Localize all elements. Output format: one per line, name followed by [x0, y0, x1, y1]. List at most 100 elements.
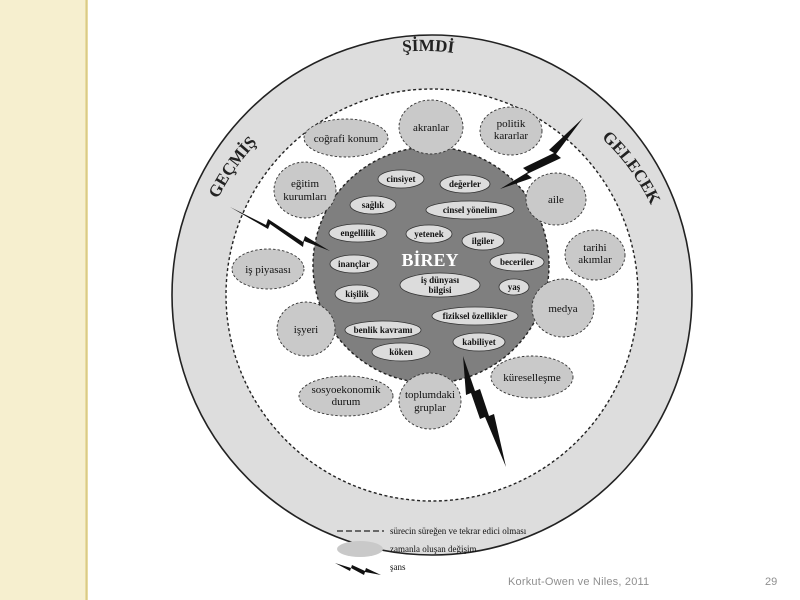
outer-item: politik kararlar	[479, 106, 543, 156]
outer-item: tarihi akımlar	[564, 229, 626, 281]
inner-label: cinsel yönelim	[443, 205, 498, 215]
inner-bubble	[329, 254, 379, 274]
outer-item: coğrafi konum	[303, 118, 389, 158]
sidebar-divider	[86, 0, 87, 600]
inner-bubble	[377, 169, 425, 189]
outer-label: küreselleşme	[503, 372, 561, 384]
ring-label-present: ŞİMDİ	[402, 36, 456, 57]
outer-bubble	[531, 278, 595, 338]
outer-bubble	[273, 161, 337, 219]
legend-ellipse-label: zamanla oluşan değişim	[390, 544, 476, 554]
outer-label: coğrafi konum	[314, 133, 379, 145]
outer-label: akımlar	[578, 254, 612, 266]
inner-label: beceriler	[500, 257, 534, 267]
inner-label: fiziksel özellikler	[443, 311, 508, 321]
inner-item: değerler	[439, 174, 491, 194]
inner-label: engellilik	[340, 228, 375, 238]
inner-label: yetenek	[414, 229, 444, 239]
outer-item: eğitim kurumları	[273, 161, 337, 219]
outer-label: akranlar	[413, 122, 449, 134]
outer-label: kurumları	[283, 191, 326, 203]
inner-bubble	[452, 332, 506, 352]
outer-item: işyeri	[276, 301, 336, 357]
outer-label: gruplar	[414, 402, 446, 414]
outer-label: iş piyasası	[245, 264, 291, 276]
inner-item: yetenek	[405, 224, 453, 244]
outer-bubble	[298, 375, 394, 417]
inner-bubble	[498, 278, 530, 296]
inner-label: benlik kavramı	[354, 325, 413, 335]
inner-bubble	[344, 320, 422, 340]
inner-bubble	[425, 200, 515, 220]
legend-dashed-label: sürecin süreğen ve tekrar edici olması	[390, 526, 527, 536]
lightning-legend-icon	[335, 563, 381, 575]
outer-item: sosyoekonomik durum	[298, 375, 394, 417]
outer-item: iş piyasası	[231, 248, 305, 290]
outer-label: medya	[548, 303, 577, 315]
inner-bubble	[489, 252, 545, 272]
inner-bubble	[405, 224, 453, 244]
inner-items: cinsiyet değerler sağlık cinsel yönelim …	[328, 169, 545, 362]
inner-item: iş dünyası bilgisi	[399, 272, 481, 298]
inner-item: engellilik	[328, 223, 388, 243]
inner-item: benlik kavramı	[344, 320, 422, 340]
outer-bubble	[525, 172, 587, 226]
outer-item: medya	[531, 278, 595, 338]
inner-bubble	[431, 306, 519, 326]
inner-label: kabiliyet	[462, 337, 496, 347]
inner-item: yaş	[498, 278, 530, 296]
lightning-bolt-left	[230, 207, 330, 251]
inner-label: köken	[389, 347, 413, 357]
inner-item: ilgiler	[461, 231, 505, 251]
outer-bubble	[479, 106, 543, 156]
legend-ellipse-swatch	[337, 541, 383, 557]
outer-bubble	[398, 99, 464, 155]
inner-bubble	[349, 195, 397, 215]
outer-bubble	[490, 355, 574, 399]
outer-label: politik	[497, 118, 526, 130]
inner-bubble	[461, 231, 505, 251]
inner-item: kişilik	[334, 284, 380, 304]
outer-bubble	[276, 301, 336, 357]
inner-label: inançlar	[338, 259, 370, 269]
outer-item: küreselleşme	[490, 355, 574, 399]
inner-item: inançlar	[329, 254, 379, 274]
outer-item: toplumdaki gruplar	[398, 372, 462, 430]
inner-bubble	[334, 284, 380, 304]
outer-label: toplumdaki	[405, 389, 455, 401]
chance-lightning-bolts	[230, 118, 583, 467]
outer-items: akranlar politik kararlar coğrafi konum …	[231, 99, 626, 430]
inner-item: fiziksel özellikler	[431, 306, 519, 326]
inner-item: köken	[371, 342, 431, 362]
outer-bubble	[303, 118, 389, 158]
footer-credit: Korkut-Owen ve Niles, 2011	[508, 576, 650, 588]
outer-bubble	[398, 372, 462, 430]
inner-item: sağlık	[349, 195, 397, 215]
lightning-bolt-bottom	[463, 356, 506, 467]
inner-label: iş dünyası	[421, 275, 460, 285]
inner-item: beceriler	[489, 252, 545, 272]
inner-bubble	[371, 342, 431, 362]
inner-bubble	[328, 223, 388, 243]
page-number: 29	[765, 576, 778, 588]
outer-label: aile	[548, 194, 564, 206]
outer-bubble	[231, 248, 305, 290]
inner-label: değerler	[449, 179, 481, 189]
outer-label: kararlar	[494, 130, 529, 142]
inner-bubble	[399, 272, 481, 298]
outer-bubble	[564, 229, 626, 281]
legend: sürecin süreğen ve tekrar edici olması z…	[335, 526, 527, 575]
inner-label: bilgisi	[428, 285, 452, 295]
outer-label: eğitim	[291, 178, 320, 190]
outer-item: aile	[525, 172, 587, 226]
legend-lightning-label: şans	[390, 562, 406, 572]
inner-bubble	[439, 174, 491, 194]
outer-label: durum	[332, 396, 361, 408]
inner-label: cinsiyet	[387, 174, 416, 184]
inner-item: cinsel yönelim	[425, 200, 515, 220]
inner-item: cinsiyet	[377, 169, 425, 189]
inner-label: ilgiler	[472, 236, 495, 246]
outer-label: tarihi	[583, 242, 606, 254]
inner-label: kişilik	[345, 289, 369, 299]
